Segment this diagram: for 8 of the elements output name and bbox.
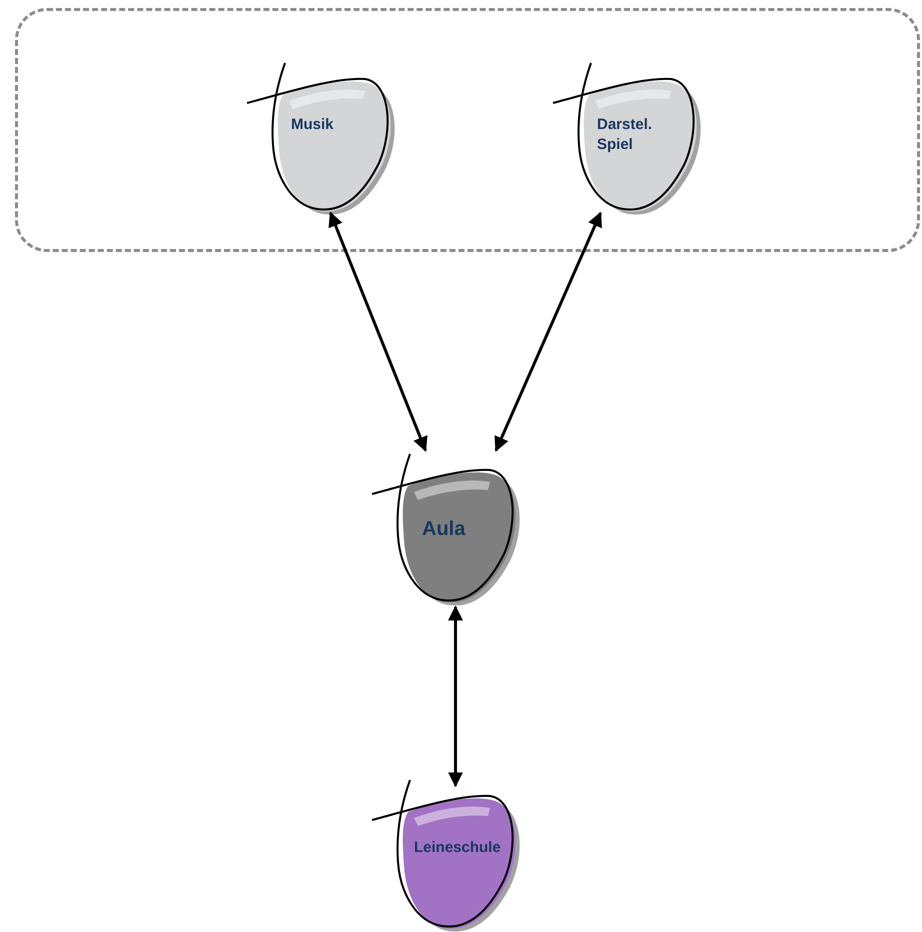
node-label: Darstel. Spiel <box>597 115 654 156</box>
double-arrow <box>448 606 463 788</box>
node-label: Aula <box>422 517 466 542</box>
double-arrow <box>328 212 428 452</box>
double-arrow <box>494 212 602 452</box>
node-label: Leineschule <box>414 838 502 858</box>
dashed-group-box <box>15 8 920 252</box>
node-label: Musik <box>291 115 335 135</box>
